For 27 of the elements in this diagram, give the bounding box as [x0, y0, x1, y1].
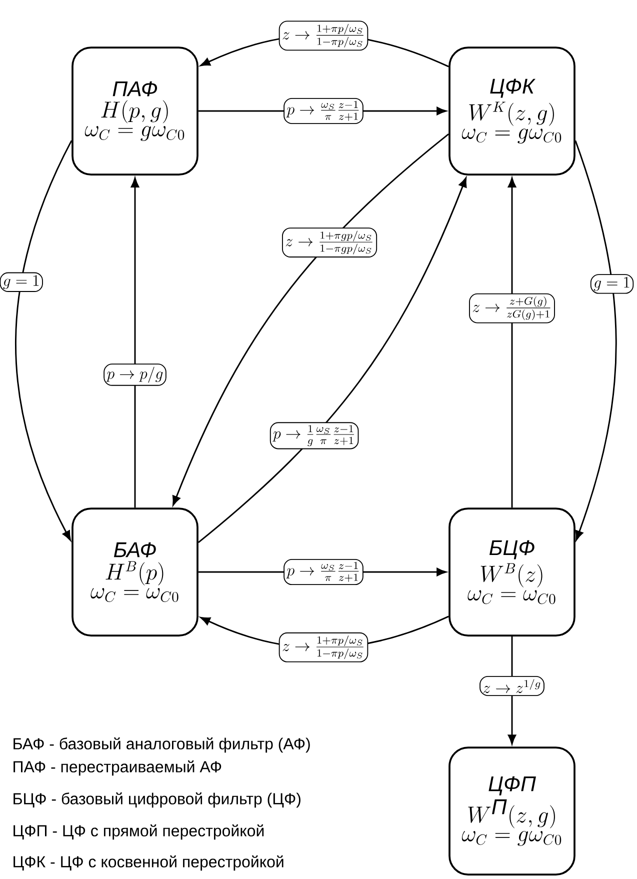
filter-box: ПАФ $H(p,g)$ $\omega_C = g\omega_{C0}$ [72, 46, 198, 176]
filter-box: БЦФ $W^B(z)$ $\omega_C = \omega_{C0}$ [448, 508, 576, 636]
arrow [508, 178, 516, 508]
note-text: БЦФ - базовый цифровой фильтр (ЦФ) [14, 792, 300, 808]
note-text: ЦФК - ЦФ с косвенной перестройкой [14, 855, 284, 871]
edge-label: $p \to \frac{\omega_S}{\pi}\frac{z-1}{z+1}$ [284, 98, 364, 124]
arrow [15, 140, 72, 541]
arrow [130, 178, 140, 508]
filter-box: БАФ $H^B(p)$ $\omega_C = \omega_{C0}$ [72, 508, 198, 636]
edge-label: $z \to \frac{1+\pi g p/\omega_S}{1-\pi g p/\omega_S}$ [282, 228, 378, 258]
edge-label: $z \to \frac{z+G(g)}{zG(g)+1}$ [469, 293, 555, 324]
edge-label: $g = 1$ [0, 272, 43, 292]
edge-label: $z \to \frac{1+\pi p/\omega_S}{1-\pi p/\omega_S}$ [278, 20, 368, 51]
edge-label: $p \to \frac{\omega_S}{\pi}\frac{z-1}{z+1}$ [284, 558, 364, 586]
note-text: ПАФ - перестраиваемый АФ [14, 760, 222, 776]
note-text: БАФ - базовый аналоговый фильтр (АФ) [14, 737, 310, 753]
edge-label: $z \to \frac{1+\pi p/\omega_S}{1-\pi p/\omega_S}$ [278, 632, 368, 662]
filter-box: ЦФП $W^{\textit{П}}(z,g)$ $\omega_C = g\omega_{C0}$ [448, 746, 576, 876]
edge-label: $p \to \frac{1}{g}\frac{\omega_S}{\pi}\frac{z-1}{z+1}$ [270, 422, 359, 450]
arrow [574, 140, 617, 540]
arrow [172, 134, 450, 506]
edge-label: $p \to p/g$ [104, 364, 166, 386]
note-text: ЦФП - ЦФ с прямой перестройкой [14, 824, 264, 840]
edge-label: $z \to z^{1/g}$ [480, 676, 544, 696]
edge-label: $g = 1$ [590, 274, 634, 294]
filter-box: ЦФК $W^K(z,g)$ $\omega_C = g\omega_{C0}$ [448, 46, 576, 176]
arrow [198, 177, 467, 543]
